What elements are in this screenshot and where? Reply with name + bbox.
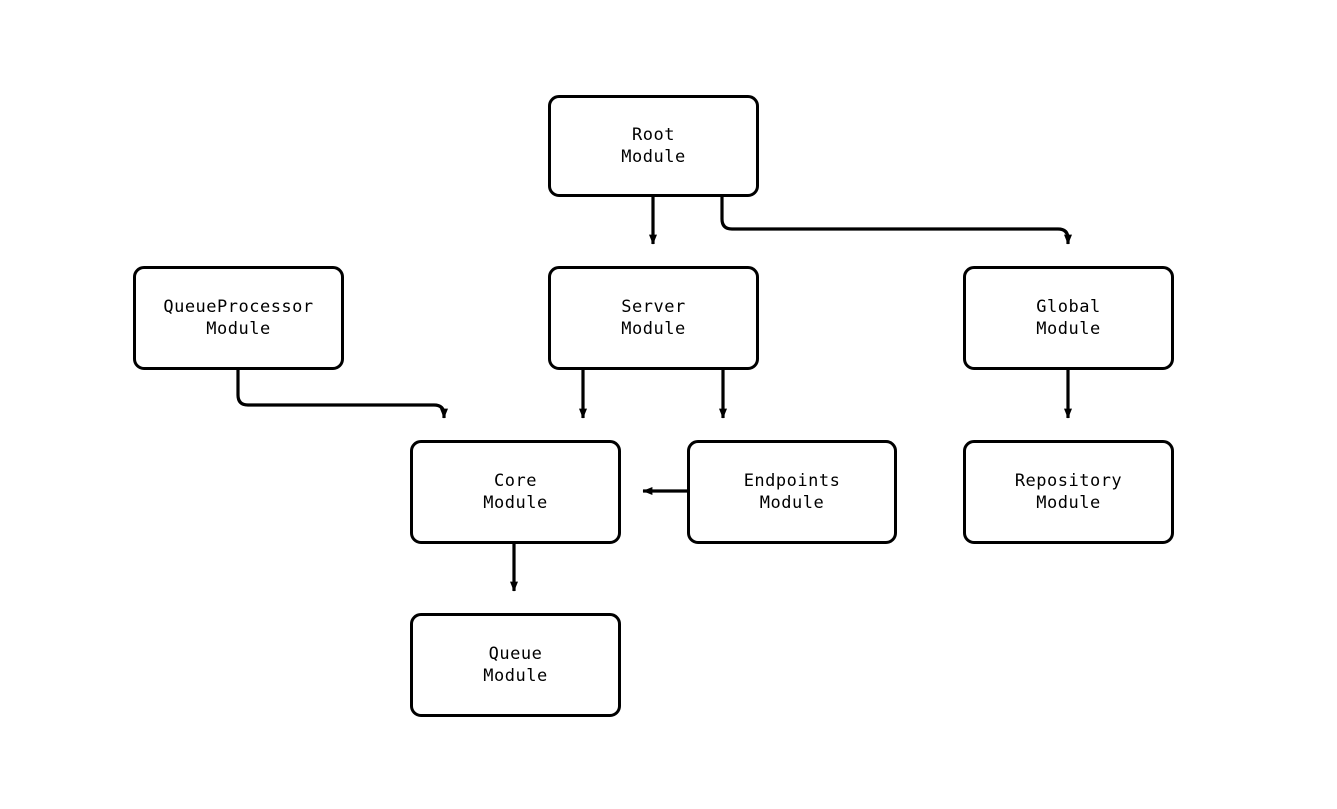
- node-queue-module-suffix: Module: [483, 666, 548, 686]
- node-queue-module-name: Queue: [488, 644, 543, 664]
- node-core-module[interactable]: Core Module: [410, 440, 621, 544]
- edge-root-to-global: [720, 197, 1072, 245]
- node-core-module-name: Core: [494, 471, 537, 491]
- node-server-module[interactable]: Server Module: [548, 266, 759, 370]
- node-server-module-suffix: Module: [621, 319, 686, 339]
- node-global-module-suffix: Module: [1036, 319, 1101, 339]
- node-queueprocessor-module-name: QueueProcessor: [163, 297, 314, 317]
- node-queue-module[interactable]: Queue Module: [410, 613, 621, 717]
- node-global-module-name: Global: [1036, 297, 1101, 317]
- node-root-module-name: Root: [632, 125, 675, 145]
- node-endpoints-module-suffix: Module: [759, 493, 825, 513]
- edge-queueprocessor-to-core: [236, 370, 448, 419]
- node-server-module-name: Server: [621, 297, 686, 317]
- node-core-module-suffix: Module: [483, 493, 548, 513]
- node-endpoints-module-name: Endpoints: [743, 471, 841, 491]
- node-queueprocessor-module-suffix: Module: [206, 319, 271, 339]
- node-queueprocessor-module[interactable]: QueueProcessor Module: [133, 266, 344, 370]
- node-global-module[interactable]: Global Module: [963, 266, 1174, 370]
- node-endpoints-module[interactable]: Endpoints Module: [687, 440, 897, 544]
- node-root-module-suffix: Module: [621, 147, 686, 167]
- node-repository-module-name: Repository: [1014, 471, 1123, 491]
- node-root-module[interactable]: Root Module: [548, 95, 759, 197]
- node-repository-module[interactable]: Repository Module: [963, 440, 1174, 544]
- node-repository-module-suffix: Module: [1036, 493, 1101, 513]
